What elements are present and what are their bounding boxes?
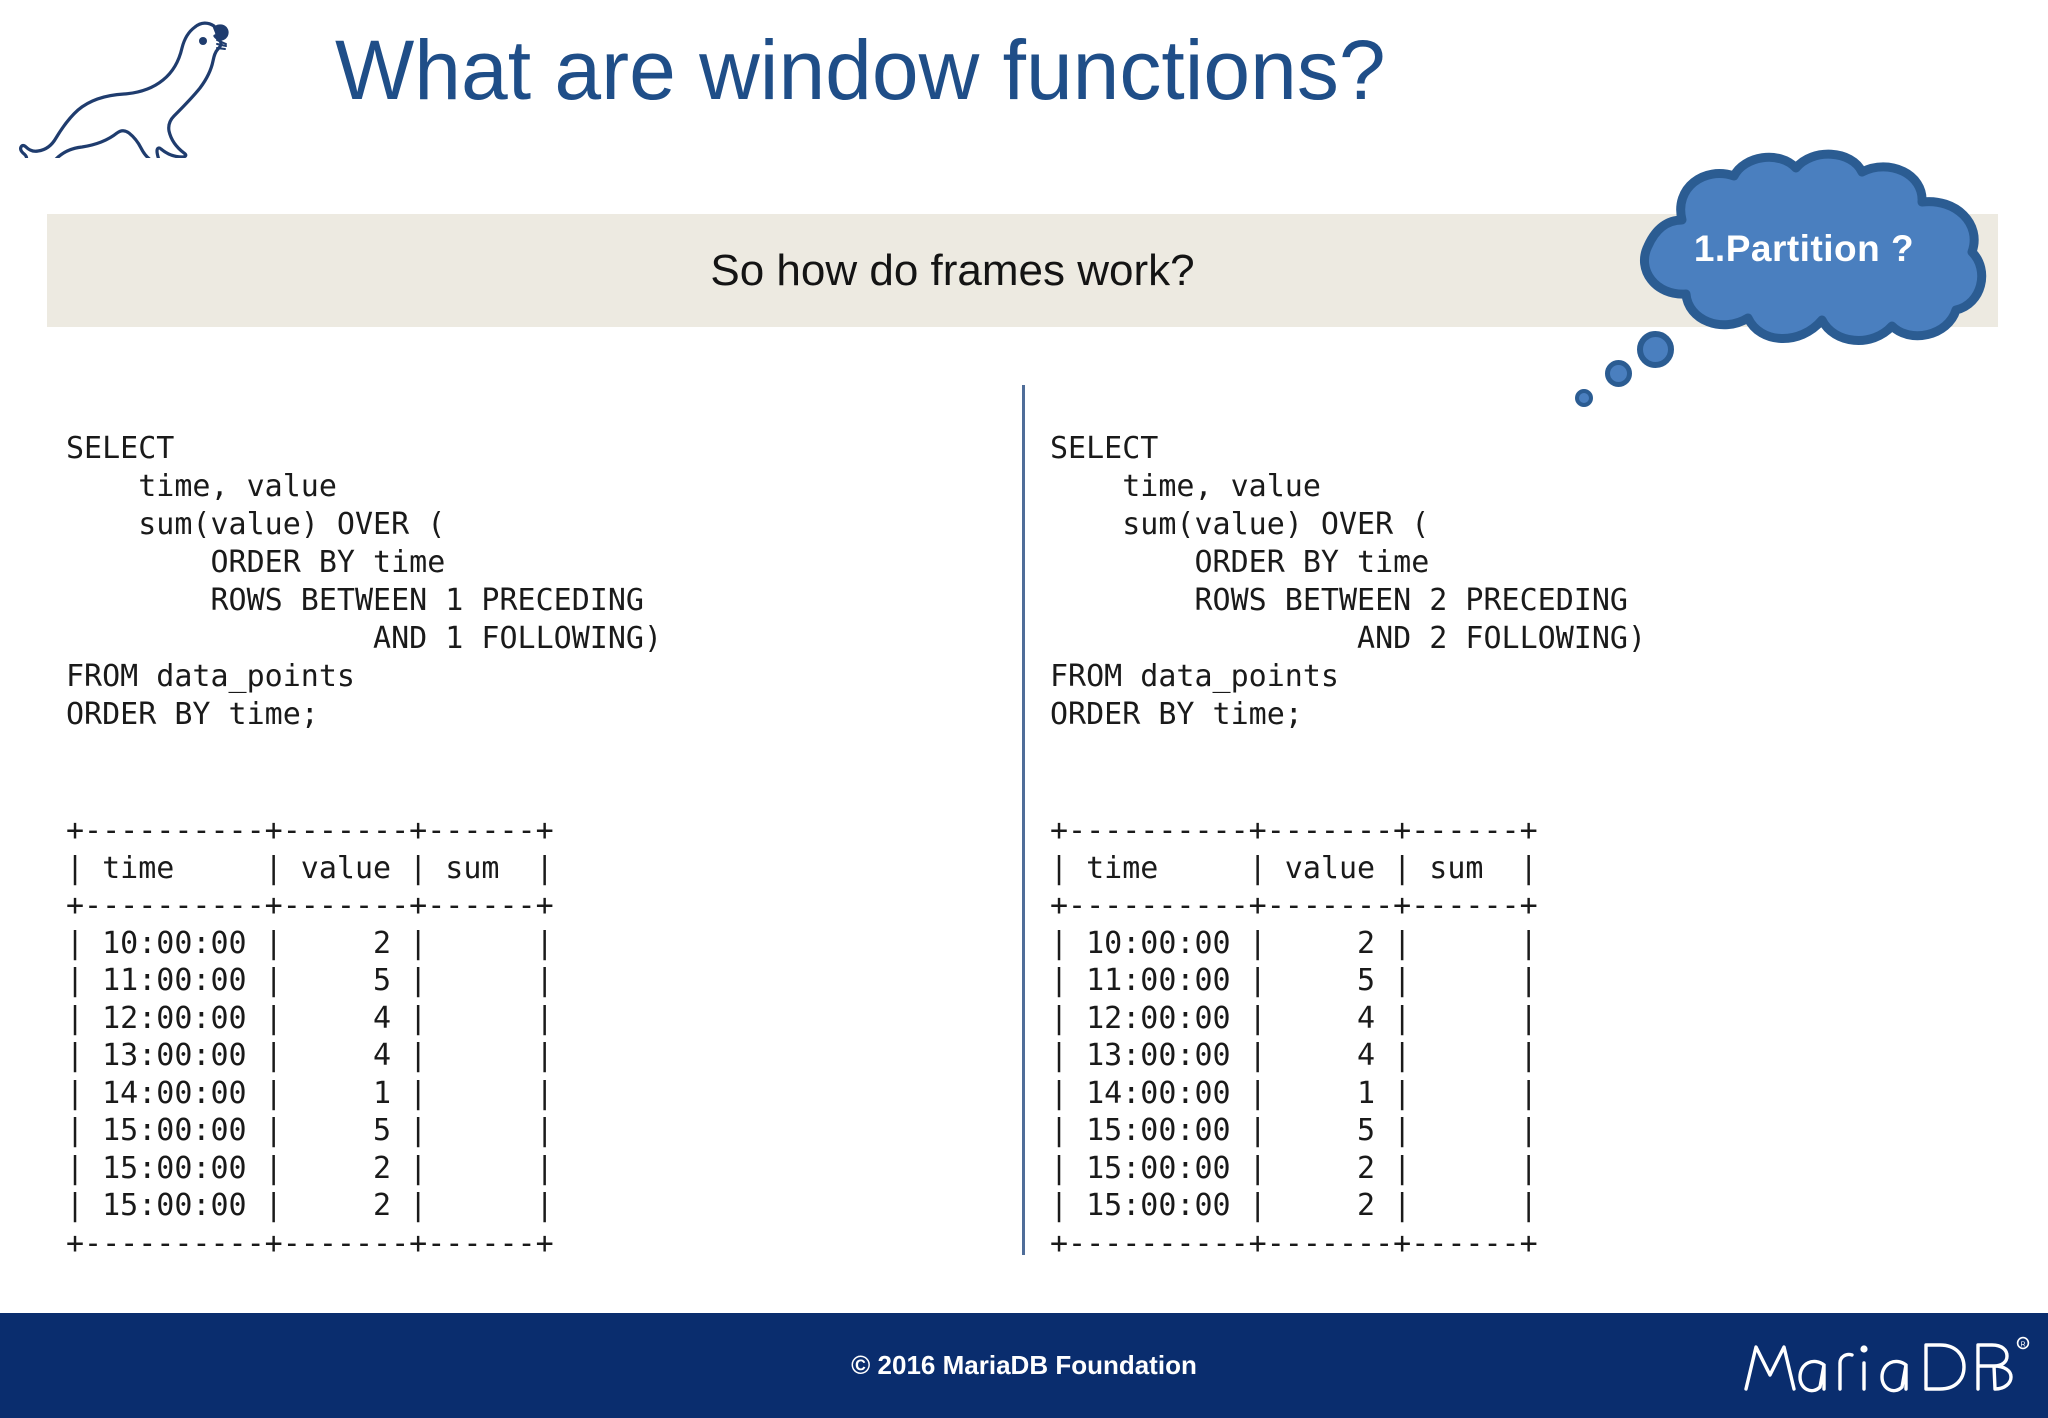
svg-text:R: R bbox=[2020, 1342, 2025, 1349]
footer-bar: © 2016 MariaDB Foundation R bbox=[0, 1313, 2048, 1418]
thought-bubble bbox=[1639, 149, 1987, 345]
sql-code-block-left: SELECT time, value sum(value) OVER ( ORD… bbox=[66, 431, 663, 732]
page-title: What are window functions? bbox=[335, 23, 1386, 117]
thought-bubble-dot-medium bbox=[1605, 360, 1632, 387]
thought-bubble-dot-large bbox=[1637, 331, 1674, 368]
result-table-left: +----------+-------+------+ | time | val… bbox=[66, 813, 554, 1261]
column-divider bbox=[1022, 385, 1025, 1255]
footer-copyright: © 2016 MariaDB Foundation bbox=[851, 1350, 1197, 1380]
mariadb-seal-logo bbox=[19, 21, 229, 158]
subtitle-text: So how do frames work? bbox=[710, 245, 1195, 295]
sql-code-block-right: SELECT time, value sum(value) OVER ( ORD… bbox=[1050, 431, 1647, 732]
mariadb-wordmark-logo: R bbox=[1744, 1336, 2030, 1393]
thought-bubble-dot-small bbox=[1575, 389, 1593, 407]
result-table-right: +----------+-------+------+ | time | val… bbox=[1050, 813, 1538, 1261]
